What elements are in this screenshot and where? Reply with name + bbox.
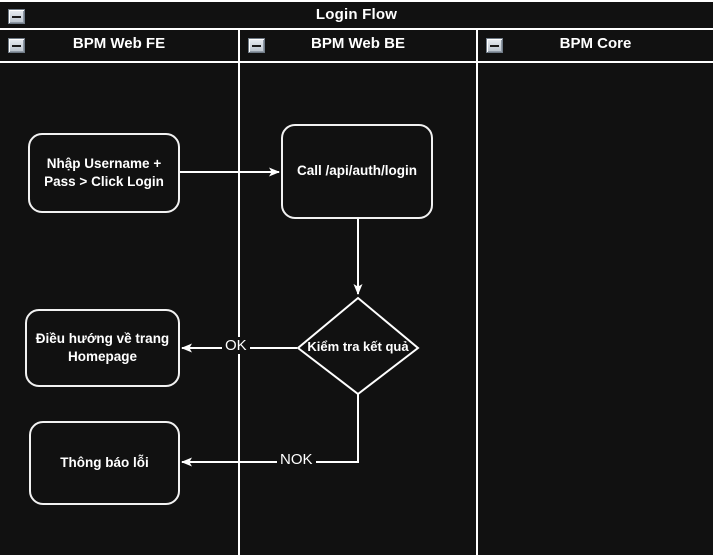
lane-label-fe: BPM Web FE <box>72 35 166 52</box>
collapse-pool-icon[interactable] <box>8 9 25 24</box>
node-thong-bao-loi[interactable]: Thông báo lỗi <box>29 421 180 505</box>
diagram-title-bar: Login Flow <box>0 0 713 30</box>
node-kiem-tra-ket-qua[interactable]: Kiểm tra kết quả <box>288 298 428 394</box>
node-dieu-huong-homepage[interactable]: Điều hướng về trang Homepage <box>25 309 180 387</box>
lane-label-core: BPM Core <box>559 35 632 52</box>
connector-n3-n5-nok <box>181 394 359 467</box>
lane-header-row: BPM Web FE BPM Web BE BPM Core <box>0 30 713 63</box>
node-nhap-username[interactable]: Nhập Username + Pass > Click Login <box>28 133 180 213</box>
node-label: Điều hướng về trang Homepage <box>35 330 170 364</box>
node-label: Nhập Username + Pass > Click Login <box>44 155 164 189</box>
node-label: Kiểm tra kết quả <box>307 338 409 354</box>
lane-divider-fe-be <box>238 30 240 555</box>
lane-header-be[interactable]: BPM Web BE <box>240 30 476 61</box>
lane-divider-be-core <box>476 30 478 555</box>
collapse-lane-core-icon[interactable] <box>486 38 503 53</box>
node-label: Thông báo lỗi <box>60 454 149 470</box>
edge-label-nok: NOK <box>277 451 316 468</box>
collapse-lane-be-icon[interactable] <box>248 38 265 53</box>
node-label: Call /api/auth/login <box>296 163 417 179</box>
page-title: Login Flow <box>315 6 398 23</box>
node-call-api-auth-login[interactable]: Call /api/auth/login <box>281 124 433 219</box>
lane-header-core[interactable]: BPM Core <box>478 30 713 61</box>
lane-header-fe[interactable]: BPM Web FE <box>0 30 238 61</box>
edge-label-ok: OK <box>222 337 250 354</box>
collapse-lane-fe-icon[interactable] <box>8 38 25 53</box>
lane-label-be: BPM Web BE <box>311 35 405 52</box>
